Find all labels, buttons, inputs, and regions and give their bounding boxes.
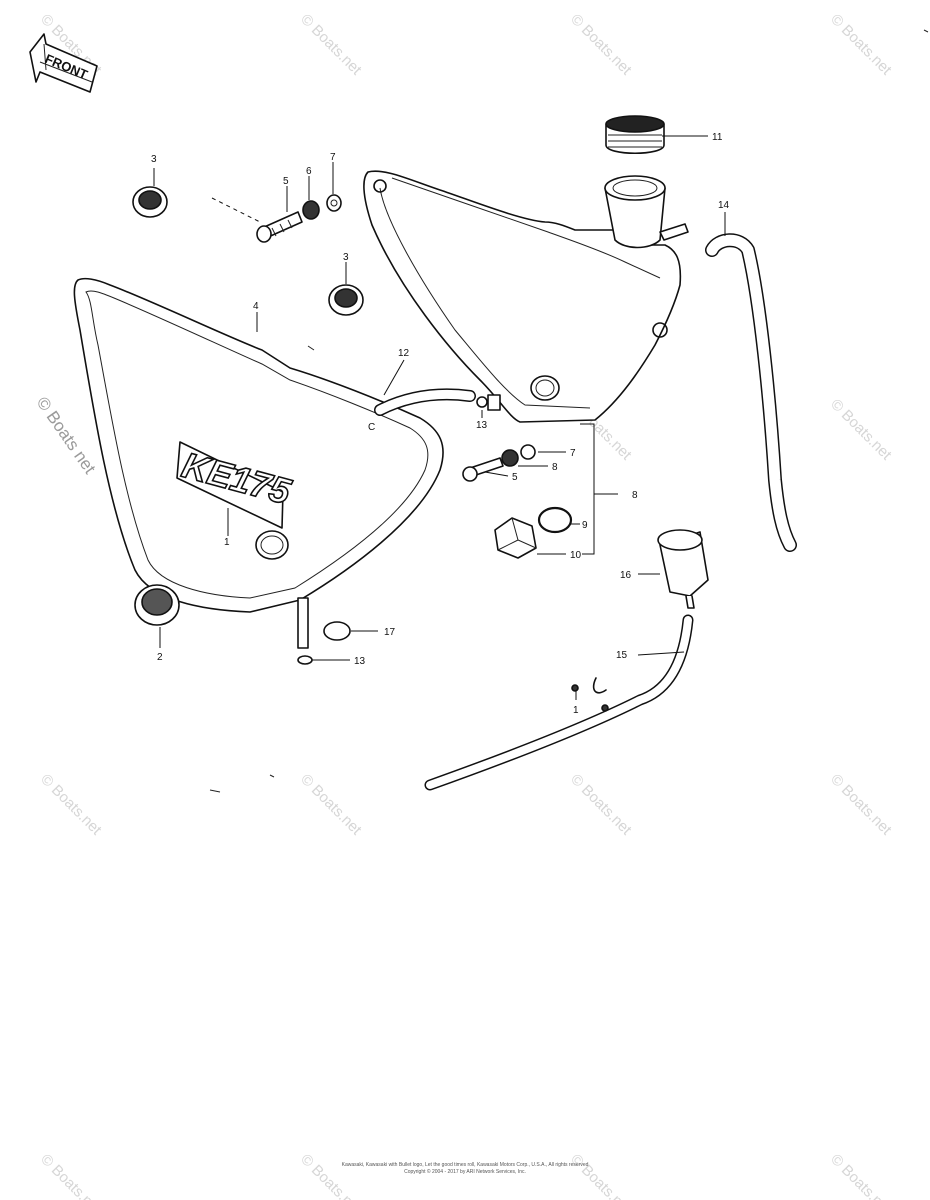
watermark: © Boats.net bbox=[297, 771, 365, 839]
callout-2: 2 bbox=[157, 652, 163, 663]
drain-hose-15 bbox=[424, 614, 694, 791]
watermark: © Boats.net bbox=[567, 771, 635, 839]
callout-4: 4 bbox=[253, 301, 259, 312]
clip-13 bbox=[297, 655, 313, 665]
callout-11: 11 bbox=[712, 132, 723, 143]
copyright-line-1: Kawasaki, Kawasaki with Bullet logo, Let… bbox=[341, 1162, 589, 1168]
callout-8b: 8 bbox=[632, 490, 638, 501]
watermark: © Boats.net bbox=[827, 396, 895, 464]
callout-18: 1 bbox=[573, 705, 579, 716]
breather-hose bbox=[705, 233, 797, 552]
callout-13a: 13 bbox=[476, 420, 488, 431]
callout-12: 12 bbox=[398, 348, 410, 359]
callout-1: 1 bbox=[224, 537, 230, 548]
watermark: © Boats.net bbox=[827, 11, 895, 79]
watermark: © Boats.net bbox=[567, 11, 635, 79]
callout-3a: 3 bbox=[151, 154, 157, 165]
drain-tube bbox=[297, 597, 309, 649]
hose-12 bbox=[374, 388, 501, 416]
watermark: © Boats.net bbox=[297, 11, 365, 79]
callout-6: 6 bbox=[306, 166, 312, 177]
reservoir-16 bbox=[657, 529, 709, 609]
watermark: © Boats.net bbox=[37, 1151, 105, 1200]
watermark-side: © Boats net bbox=[33, 393, 100, 477]
callout-7b: 7 bbox=[570, 448, 576, 459]
bolt-set-top bbox=[211, 194, 342, 243]
callout-5a: 5 bbox=[283, 176, 289, 187]
callout-8a: 8 bbox=[552, 462, 558, 473]
leader-lines bbox=[153, 135, 726, 700]
callout-15: 15 bbox=[616, 650, 628, 661]
callout-16: 16 bbox=[620, 570, 632, 581]
callout-7a: 7 bbox=[330, 152, 336, 163]
watermark: © Boats.net bbox=[37, 771, 105, 839]
side-cover: KE175 bbox=[73, 277, 444, 613]
copyright-line-2: Copyright © 2004 - 2017 by ARI Network S… bbox=[404, 1169, 526, 1175]
grommet-3a bbox=[132, 186, 168, 218]
tank-cap bbox=[605, 115, 665, 154]
callout-3b: 3 bbox=[343, 252, 349, 263]
oil-tank bbox=[363, 170, 689, 423]
callout-17: 17 bbox=[384, 627, 396, 638]
o-ring-9 bbox=[537, 506, 573, 534]
grommet-3b bbox=[328, 284, 364, 316]
drain-plug-10 bbox=[494, 517, 537, 559]
watermark: © Boats.net bbox=[827, 771, 895, 839]
callout-10: 10 bbox=[570, 550, 582, 561]
watermark: © Boats.net bbox=[827, 1151, 895, 1200]
bolt-set-drain bbox=[462, 444, 536, 482]
grommet-2 bbox=[134, 584, 180, 626]
callout-c: C bbox=[368, 422, 375, 433]
copyright-footer: Kawasaki, Kawasaki with Bullet logo, Let… bbox=[330, 1162, 600, 1176]
callout-13b: 13 bbox=[354, 656, 366, 667]
grommet-17 bbox=[323, 621, 351, 641]
callout-5b: 5 bbox=[512, 472, 518, 483]
callout-9: 9 bbox=[582, 520, 588, 531]
callout-14: 14 bbox=[718, 200, 730, 211]
